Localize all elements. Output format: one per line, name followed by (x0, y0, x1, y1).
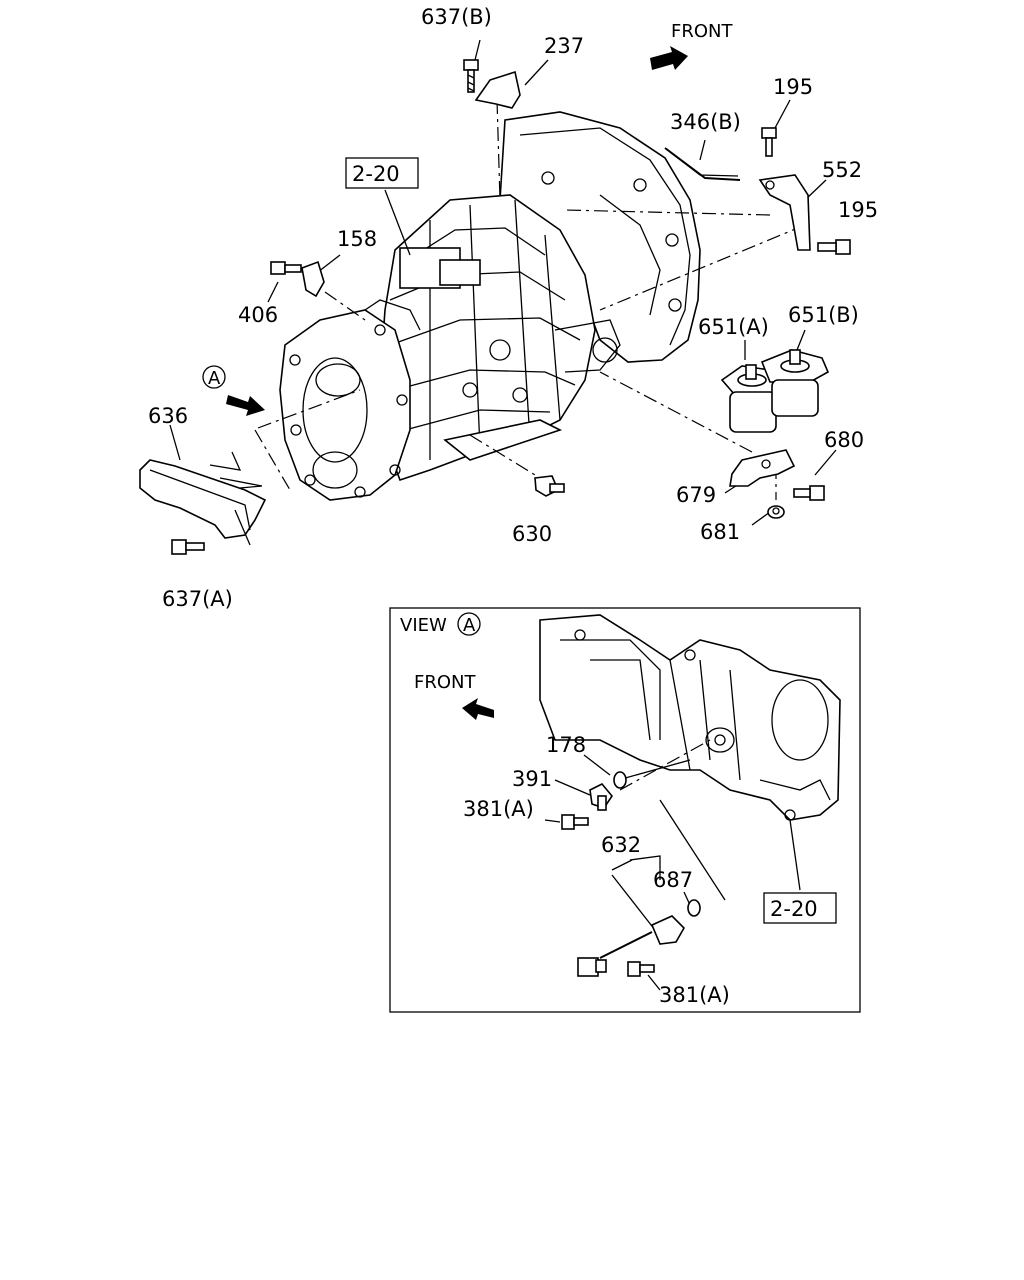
bolt-195-top (761, 127, 777, 157)
ref-box-main (345, 157, 419, 189)
view-a-inset (389, 607, 861, 1013)
label-195-right: 195 (838, 198, 878, 222)
label-391: 391 (512, 767, 552, 791)
label-681: 681 (700, 520, 740, 544)
label-346b: 346(B) (670, 110, 741, 134)
switch-630 (534, 475, 565, 497)
bolt-195-right (817, 239, 851, 255)
label-158: 158 (337, 227, 377, 251)
label-651b: 651(B) (788, 303, 859, 327)
bolt-637a (171, 539, 205, 555)
sensor-391 (589, 783, 613, 811)
view-label: VIEW (400, 615, 447, 636)
bolt-680 (793, 485, 825, 501)
nut-681 (767, 505, 785, 519)
label-381a-lower: 381(A) (659, 983, 730, 1007)
label-381a-upper: 381(A) (463, 797, 534, 821)
transmission-housing (279, 111, 701, 501)
marker-a-text: A (208, 368, 221, 389)
marker-a-circle-icon (202, 365, 226, 389)
label-637b: 637(B) (421, 5, 492, 29)
ref-box-view (763, 892, 837, 924)
bolt-637b (463, 59, 479, 93)
label-632: 632 (601, 833, 641, 857)
view-marker-text: A (463, 615, 476, 636)
front-label-view: FRONT (414, 672, 476, 693)
bracket-552 (758, 174, 811, 251)
label-679: 679 (676, 483, 716, 507)
sensor-632 (577, 915, 685, 977)
label-237: 237 (544, 34, 584, 58)
bracket-679 (729, 449, 796, 487)
bolt-381a-lower (627, 961, 655, 977)
label-630: 630 (512, 522, 552, 546)
label-178: 178 (546, 733, 586, 757)
bolt-381a-upper (561, 814, 589, 830)
view-front-arrow-icon (462, 698, 494, 720)
bolt-406 (270, 261, 302, 275)
label-636: 636 (148, 404, 188, 428)
mount-651b (760, 349, 830, 417)
bracket-636 (139, 451, 267, 546)
view-a-arrow-icon (226, 395, 265, 416)
label-552: 552 (822, 158, 862, 182)
label-637a: 637(A) (162, 587, 233, 611)
view-a-leaders (544, 739, 801, 991)
front-arrow-icon (650, 46, 688, 70)
clip-158 (301, 260, 325, 298)
label-406: 406 (238, 303, 278, 327)
ref-view-text: 2-20 (770, 897, 818, 921)
label-651a: 651(A) (698, 315, 769, 339)
front-label-main: FRONT (671, 21, 733, 42)
bracket-237 (474, 70, 521, 109)
o-ring-687 (687, 899, 701, 917)
o-ring-178 (613, 771, 627, 789)
pipe-346b (664, 147, 741, 181)
label-680: 680 (824, 428, 864, 452)
label-195-top: 195 (773, 75, 813, 99)
label-687: 687 (653, 868, 693, 892)
ref-main-text: 2-20 (352, 162, 400, 186)
